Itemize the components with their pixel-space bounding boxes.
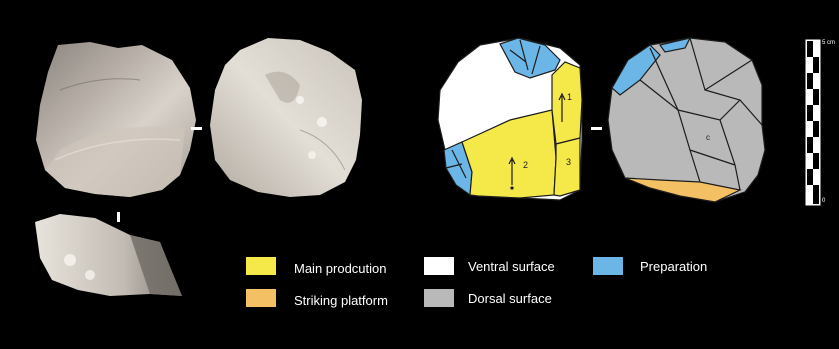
diagram-cortex-label: c: [706, 133, 710, 142]
scale-bar: [806, 40, 820, 205]
diagram-main-production-1: [552, 62, 582, 144]
diagram-scar-number-1: 1: [567, 92, 572, 102]
diagram-scar-number-3: 3: [566, 157, 571, 167]
diagram-dorsal-face: [608, 38, 765, 202]
diagram-main-production-3: [554, 138, 580, 196]
photo-ventral-face: [36, 42, 196, 197]
photo-dorsal-face: [210, 38, 362, 197]
photo-profile-view: [35, 212, 182, 296]
photo-connector-mark: [191, 127, 202, 130]
diagram-scar-number-2: 2: [523, 160, 528, 170]
diagram-connector-mark: [591, 127, 602, 130]
diagram-ventral-face: [438, 38, 582, 200]
